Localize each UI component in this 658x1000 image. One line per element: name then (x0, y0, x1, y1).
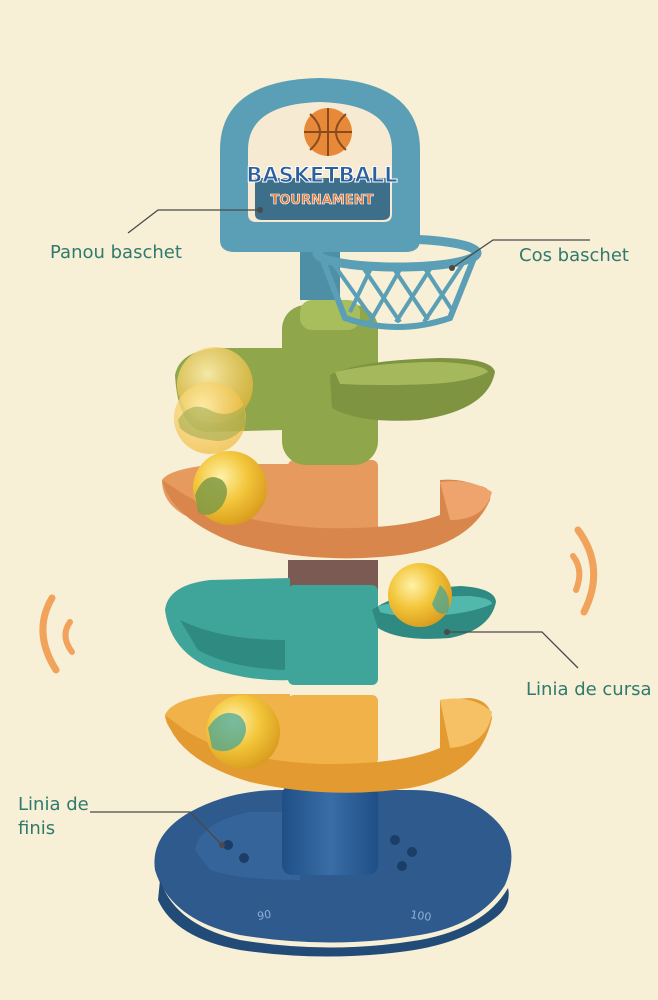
label-finish: Linia de finis (18, 794, 89, 839)
label-backboard: Panou baschet (50, 242, 182, 263)
leader-finish (90, 811, 223, 846)
sound-wave-right-icon (570, 526, 598, 616)
balls (174, 347, 452, 769)
basketball-backboard: BASKETBALL TOURNAMENT (220, 78, 420, 300)
central-pole (282, 300, 378, 875)
base-number-90: 90 (256, 908, 272, 923)
ball-teal-tier (388, 563, 452, 627)
leader-backboard (127, 209, 258, 234)
leader-lines (90, 207, 590, 848)
backboard-title: BASKETBALL (246, 163, 397, 187)
backboard-subtitle: TOURNAMENT (271, 193, 374, 208)
label-hoop: Cos baschet (519, 245, 629, 266)
leader-track (447, 631, 579, 669)
label-track: Linia de cursa (526, 679, 652, 700)
base-number-100: 100 (410, 908, 433, 924)
leader-hoop (451, 239, 590, 269)
basketball-hoop (312, 234, 482, 330)
sound-wave-left-icon (39, 594, 75, 674)
